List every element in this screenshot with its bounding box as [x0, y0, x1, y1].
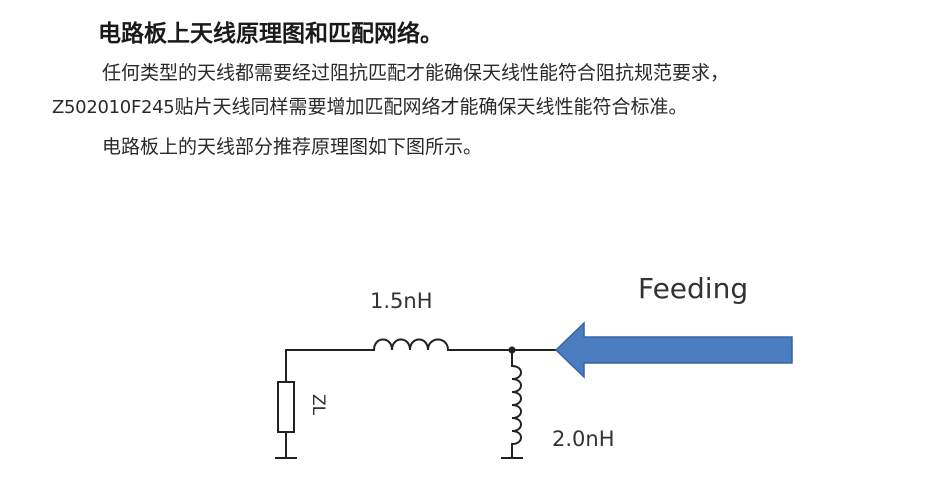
paragraph-antenna-model-text: 贴片天线同样需要增加匹配网络才能确保天线性能符合标准。 [174, 96, 688, 118]
feeding-arrow [554, 321, 793, 379]
feeding-label: Feeding [638, 272, 748, 305]
section-heading: 电路板上天线原理图和匹配网络。 [98, 21, 443, 47]
series-inductor-coil [373, 338, 449, 351]
series-inductor-label: 1.5nH [370, 289, 433, 313]
paragraph-antenna-model: Z502010F245贴片天线同样需要增加匹配网络才能确保天线性能符合标准。 [52, 98, 687, 117]
load-resistor [277, 381, 295, 433]
shunt-inductor-coil [511, 365, 522, 445]
shunt-inductor-label: 2.0nH [552, 427, 615, 451]
junction-node [508, 346, 516, 354]
antenna-part-number: Z502010F245 [52, 97, 175, 118]
paragraph-impedance-matching: 任何类型的天线都需要经过阻抗匹配才能确保天线性能符合阻抗规范要求， [102, 62, 730, 84]
paragraph-schematic-intro: 电路板上的天线部分推荐原理图如下图所示。 [102, 136, 483, 158]
load-impedance-label: ZL [308, 394, 328, 416]
